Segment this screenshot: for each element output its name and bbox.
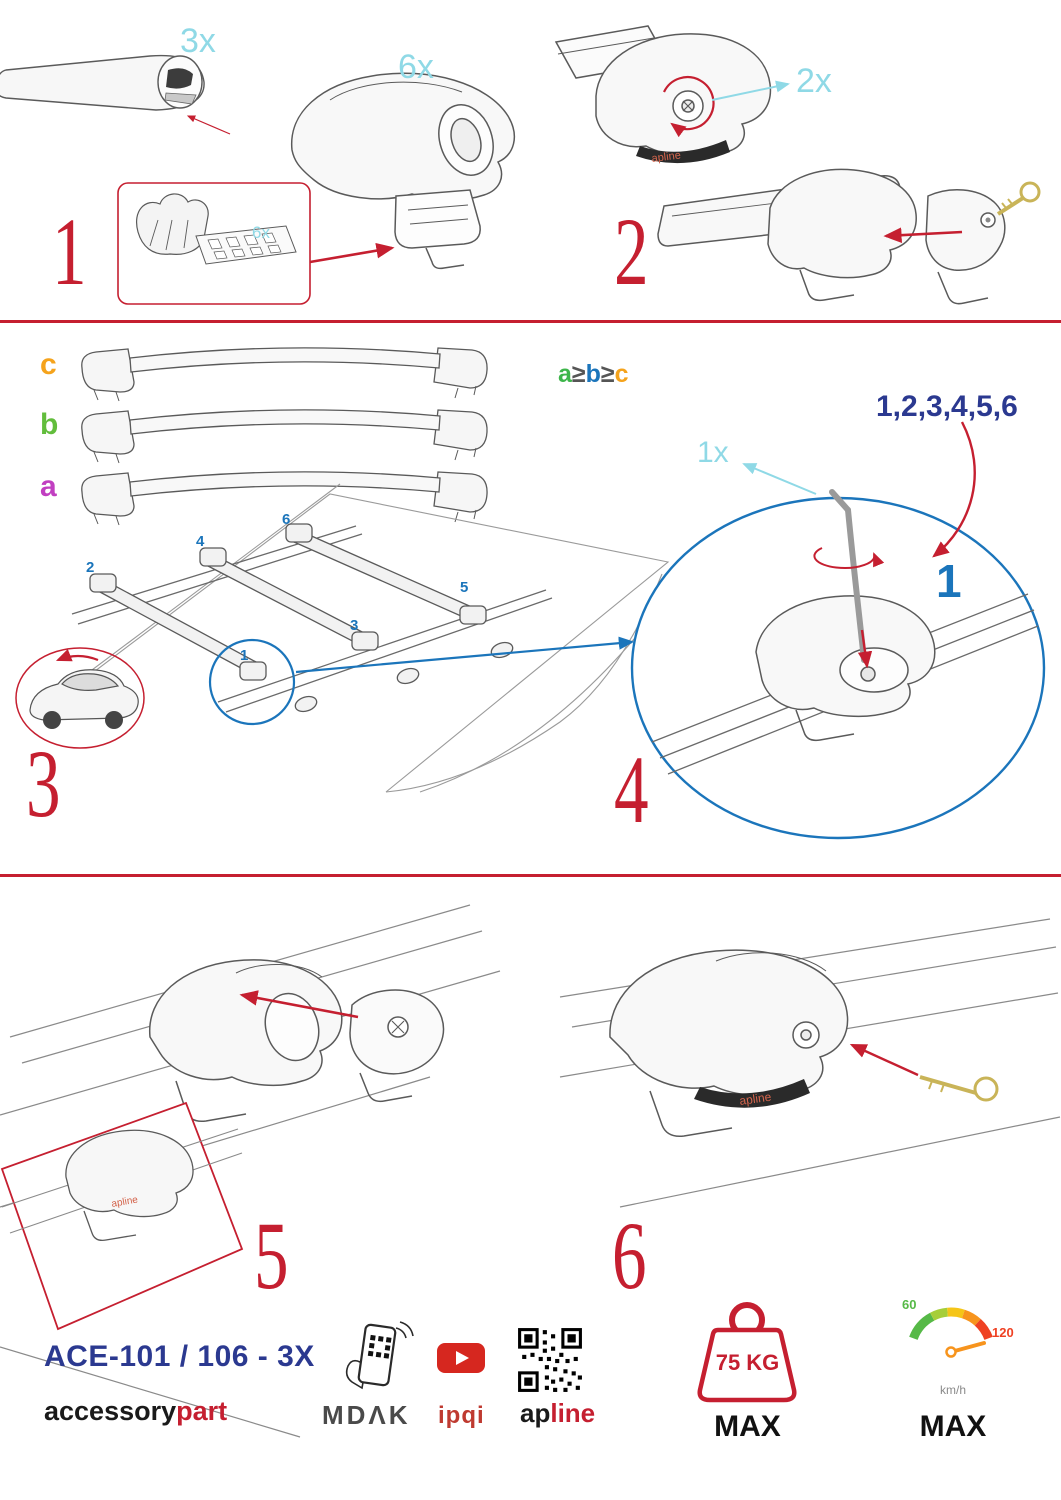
step1-step2-illustration: apline: [0, 25, 1041, 305]
foot-illustration-step6: [609, 949, 849, 1138]
key-illustration-step6: [919, 1075, 999, 1102]
size-rule-b: b: [585, 360, 601, 388]
brand-logo-part: part: [176, 1396, 228, 1426]
size-rule: a≥b≥c: [558, 362, 629, 387]
foot-illustration-step1: [291, 72, 516, 270]
allen-key-icon: [829, 489, 867, 663]
crossbar-c-illustration: [81, 347, 488, 402]
first-position-label: 1: [936, 555, 962, 607]
step2-number: 2: [614, 198, 649, 305]
apline-logo-ap: ap: [520, 1398, 551, 1428]
max-weight-value: 75 KG: [715, 1350, 780, 1375]
size-rule-c: c: [614, 360, 629, 388]
brand-logo: accessorypart: [44, 1398, 227, 1425]
max-weight-label: MAX: [714, 1410, 781, 1443]
bar-foot-assembly-step2: [657, 168, 1006, 305]
step5-step6-illustration: apline apline: [0, 904, 1061, 1438]
rubber-pad-detail: [117, 182, 395, 305]
mdak-logo: MDΛK: [322, 1400, 411, 1430]
brand-on-foot-step2: apline: [651, 149, 682, 164]
bar-label-c: c: [40, 348, 57, 381]
foot-quantity-label: 6x: [398, 48, 434, 86]
step3-number: 3: [26, 730, 61, 837]
crossbar-illustration: [0, 54, 205, 111]
step4-number: 4: [614, 736, 649, 843]
brand-on-foot-step6: apline: [738, 1090, 772, 1108]
step3-step4-illustration: [15, 347, 1046, 840]
brand-logo-accessory: accessory: [44, 1396, 177, 1426]
car-direction-indicator: [15, 647, 145, 749]
step5-number: 5: [254, 1202, 289, 1309]
step6-number: 6: [612, 1202, 647, 1309]
roof-position-1: 1: [240, 647, 249, 664]
position1-highlight: [208, 638, 296, 726]
step1-number: 1: [52, 198, 87, 305]
speed-max-label: 120: [992, 1325, 1014, 1340]
section-divider-2: [0, 874, 1061, 877]
crossbar-b-illustration: [81, 409, 488, 464]
bar-quantity-label: 3x: [180, 22, 216, 60]
phone-qr-scan-icon: [345, 1321, 414, 1390]
foot-illustration-step5: [149, 959, 343, 1123]
pad-quantity-label: 6x: [252, 223, 270, 242]
roof-position-4: 4: [196, 533, 205, 550]
max-weight-icon: [697, 1302, 797, 1403]
bar-label-b: b: [40, 408, 59, 441]
roof-position-3: 3: [350, 617, 359, 634]
roof-position-6: 6: [282, 511, 291, 528]
cover-piece-step5: [349, 989, 445, 1103]
qr-code: [516, 1326, 584, 1394]
model-number: ACE-101 / 106 - 3X: [44, 1340, 315, 1373]
key-illustration-step2: [996, 181, 1041, 216]
speedometer-icon: [909, 1307, 993, 1358]
roof-illustration: [37, 483, 670, 793]
roof-position-2: 2: [86, 559, 95, 576]
tightening-detail: [630, 489, 1046, 840]
apline-logo-line: line: [550, 1398, 596, 1428]
size-rule-ge2: ≥: [600, 360, 615, 388]
crossbars-on-roof: [89, 523, 514, 713]
size-rule-ge1: ≥: [571, 360, 586, 388]
speed-min-label: 60: [902, 1297, 917, 1312]
max-speed-label: MAX: [919, 1410, 987, 1443]
roof-position-5: 5: [460, 579, 469, 596]
size-rule-a: a: [558, 360, 572, 388]
tighten-sequence: 1,2,3,4,5,6: [876, 390, 1018, 423]
installed-foot-detail: apline: [0, 1101, 244, 1331]
foot-illustration-step2: [554, 25, 772, 164]
section-divider-1: [0, 320, 1061, 323]
key-quantity-label: 2x: [796, 62, 832, 100]
bar-label-a: a: [40, 470, 57, 503]
brand-on-foot-step5: apline: [111, 1194, 140, 1210]
youtube-icon: [437, 1343, 485, 1373]
speed-unit-label: km/h: [939, 1383, 966, 1397]
tool-quantity-label: 1x: [697, 436, 729, 469]
ipqi-logo: ipqi: [438, 1402, 485, 1429]
apline-logo: apline: [520, 1400, 595, 1426]
